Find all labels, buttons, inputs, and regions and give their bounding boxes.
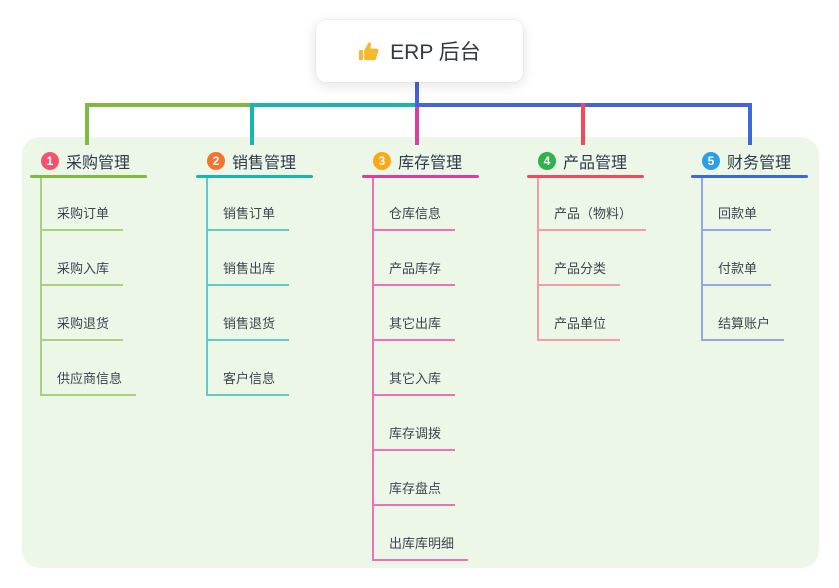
- root-label: ERP 后台: [390, 41, 481, 64]
- branch-label: 产品管理: [563, 155, 628, 172]
- child-product-material[interactable]: 产品（物料）: [537, 195, 647, 231]
- child-warehouse-info[interactable]: 仓库信息: [372, 195, 456, 231]
- branch-number-badge: 4: [538, 152, 556, 170]
- branch-trunk-line: [537, 178, 539, 341]
- branch-number-badge: 2: [207, 152, 225, 170]
- branch-trunk-line: [372, 178, 374, 561]
- child-purchase-order[interactable]: 采购订单: [40, 195, 124, 231]
- child-purchase-inbound[interactable]: 采购入库: [40, 250, 124, 286]
- child-product-stock[interactable]: 产品库存: [372, 250, 456, 286]
- connector-drop-sales: [250, 103, 254, 145]
- branch-trunk-line: [701, 178, 703, 341]
- branch-underline: [527, 175, 644, 178]
- branch-header-purchase[interactable]: 1 采购管理: [30, 148, 130, 174]
- branch-number-badge: 5: [702, 152, 720, 170]
- child-supplier-info[interactable]: 供应商信息: [40, 360, 137, 396]
- child-sales-return[interactable]: 销售退货: [206, 305, 290, 341]
- child-sales-order[interactable]: 销售订单: [206, 195, 290, 231]
- connector-bus-left: [85, 103, 250, 107]
- branch-number-badge: 1: [41, 152, 59, 170]
- child-purchase-return[interactable]: 采购退货: [40, 305, 124, 341]
- branch-label: 销售管理: [232, 155, 297, 172]
- child-customer-info[interactable]: 客户信息: [206, 360, 290, 396]
- child-product-unit[interactable]: 产品单位: [537, 305, 621, 341]
- child-stock-transfer[interactable]: 库存调拨: [372, 415, 456, 451]
- thumbs-up-icon: [358, 40, 381, 63]
- branch-trunk-line: [206, 178, 208, 396]
- connector-bus-middle: [250, 103, 416, 107]
- branch-trunk-line: [40, 178, 42, 396]
- child-stock-check[interactable]: 库存盘点: [372, 470, 456, 506]
- branch-underline: [691, 175, 808, 178]
- root-node[interactable]: ERP 后台: [316, 20, 523, 82]
- branch-underline: [30, 175, 147, 178]
- connector-drop-product: [581, 103, 585, 145]
- child-other-inbound[interactable]: 其它入库: [372, 360, 456, 396]
- branch-label: 库存管理: [398, 155, 463, 172]
- child-sales-outbound[interactable]: 销售出库: [206, 250, 290, 286]
- branch-header-product[interactable]: 4 产品管理: [527, 148, 627, 174]
- branch-underline: [196, 175, 313, 178]
- branch-header-finance[interactable]: 5 财务管理: [691, 148, 791, 174]
- child-receipt-doc[interactable]: 回款单: [701, 195, 772, 231]
- connector-root-drop: [415, 82, 419, 107]
- branches-panel: [22, 137, 819, 568]
- connector-drop-purchase: [85, 103, 89, 145]
- child-other-outbound[interactable]: 其它出库: [372, 305, 456, 341]
- child-settlement-account[interactable]: 结算账户: [701, 305, 785, 341]
- branch-number-badge: 3: [373, 152, 391, 170]
- branch-label: 财务管理: [727, 155, 792, 172]
- branch-label: 采购管理: [66, 155, 131, 172]
- connector-drop-inventory: [415, 107, 419, 145]
- child-payment-doc[interactable]: 付款单: [701, 250, 772, 286]
- connector-drop-finance: [748, 103, 752, 145]
- branch-header-inventory[interactable]: 3 库存管理: [362, 148, 462, 174]
- child-product-category[interactable]: 产品分类: [537, 250, 621, 286]
- branch-header-sales[interactable]: 2 销售管理: [196, 148, 296, 174]
- child-outbound-detail[interactable]: 出库库明细: [372, 525, 469, 561]
- branch-underline: [362, 175, 479, 178]
